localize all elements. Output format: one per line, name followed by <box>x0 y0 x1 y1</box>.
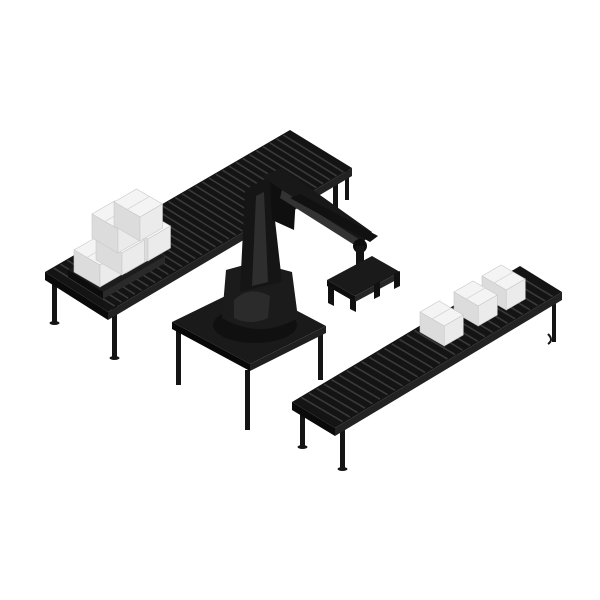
conveyor-roller <box>376 352 418 378</box>
conveyor-roller <box>331 378 373 405</box>
conveyor-roller <box>316 387 358 414</box>
conveyor-roller <box>301 396 343 423</box>
outfeed-conveyor-rail <box>292 402 335 436</box>
infeed-conveyor-legs <box>49 170 349 360</box>
conveyor-roller <box>338 374 381 400</box>
conveyor-roller <box>282 134 344 173</box>
conveyor-roller <box>361 361 403 387</box>
conveyor-roller <box>346 370 388 396</box>
conveyor-roller <box>276 138 337 177</box>
cardboard-box <box>113 188 164 242</box>
conveyor-roller <box>168 200 230 240</box>
conveyor-roller <box>308 392 351 418</box>
conveyor-roller <box>383 347 426 374</box>
conveyor-roller <box>406 334 448 360</box>
conveyor-roller <box>353 365 396 391</box>
conveyor-roller <box>414 329 456 356</box>
conveyor-roller <box>323 383 366 409</box>
conveyor-roller <box>255 149 317 189</box>
conveyor-roller <box>161 204 223 244</box>
cardboard-box <box>453 280 498 327</box>
cardboard-box <box>419 300 464 347</box>
outfeed-conveyor-legs <box>297 300 556 471</box>
robot-gripper <box>327 256 400 312</box>
pallet-box-stack <box>73 188 172 288</box>
conveyor-roller <box>174 196 237 236</box>
conveyor-roller <box>262 145 324 185</box>
conveyor-roller <box>181 192 243 232</box>
palletizing-robot <box>213 168 400 343</box>
outfeed-conveyor-rail-side <box>335 292 562 436</box>
conveyor-roller <box>368 356 411 383</box>
conveyor-roller <box>399 338 441 365</box>
conveyor-roller <box>154 208 216 248</box>
infeed-conveyor-rail <box>45 272 108 320</box>
outfeed-boxes <box>419 264 526 347</box>
conveyor-roller <box>391 343 433 369</box>
outfeed-conveyor <box>292 266 562 471</box>
conveyor-roller <box>188 189 250 228</box>
conveyor-roller <box>269 142 331 181</box>
